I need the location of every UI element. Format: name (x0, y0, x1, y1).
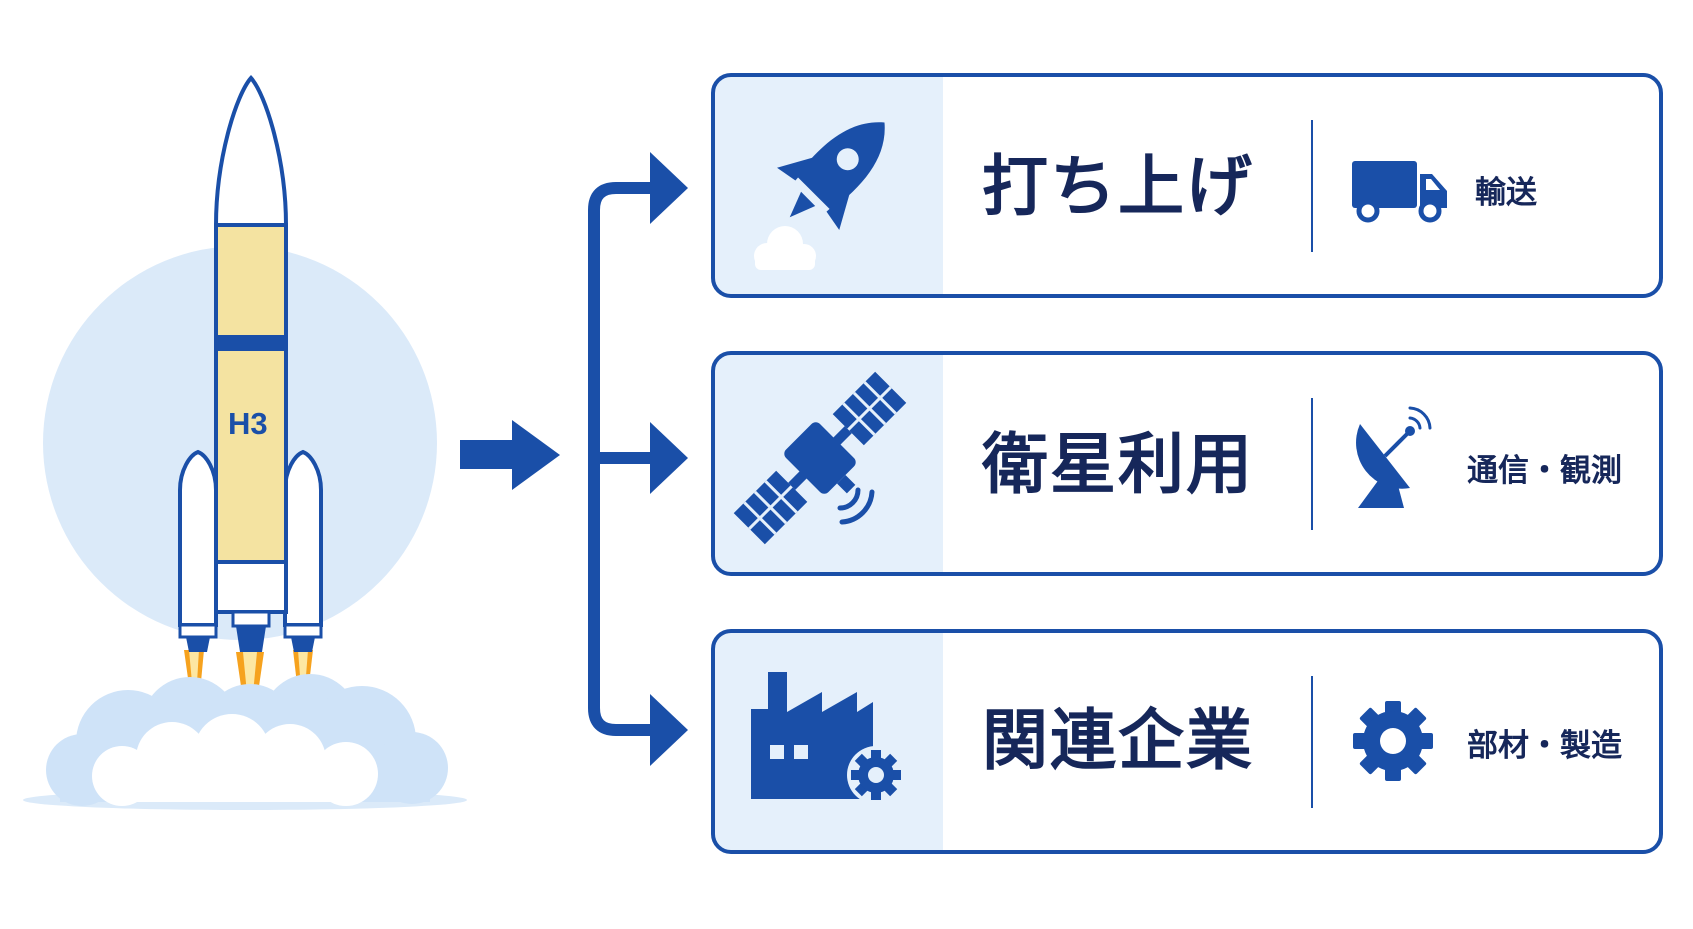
card-title-launch: 打ち上げ (982, 148, 1254, 225)
arrow-to-card-launch (650, 152, 688, 224)
card-subtitle-launch: 輸送 (1475, 175, 1537, 211)
arrow-to-card-industry (650, 694, 688, 766)
arrow-to-card-satellite (650, 422, 688, 494)
branch-connector (588, 182, 657, 736)
satellite-dish-icon (1356, 406, 1432, 508)
factory-icon (751, 672, 905, 804)
left-booster (178, 449, 218, 652)
card-subtitle-satellite: 通信・観測 (1467, 453, 1622, 489)
rocket-icon (754, 122, 885, 270)
main-arrow (460, 420, 560, 490)
truck-icon (1352, 161, 1447, 223)
card-title-industry: 関連企業 (982, 702, 1254, 779)
card-subtitle-industry: 部材・製造 (1467, 728, 1622, 764)
cloud-icon (754, 226, 816, 270)
launch-smoke (23, 674, 467, 810)
gear-icon-small (847, 746, 905, 804)
rocket-illustration (23, 74, 467, 810)
right-booster (283, 449, 323, 652)
rocket-core (213, 74, 289, 652)
rocket-label: H3 (228, 406, 268, 441)
card-title-satellite: 衛星利用 (982, 426, 1254, 503)
satellite-icon (733, 371, 907, 545)
gear-icon (1353, 701, 1433, 781)
